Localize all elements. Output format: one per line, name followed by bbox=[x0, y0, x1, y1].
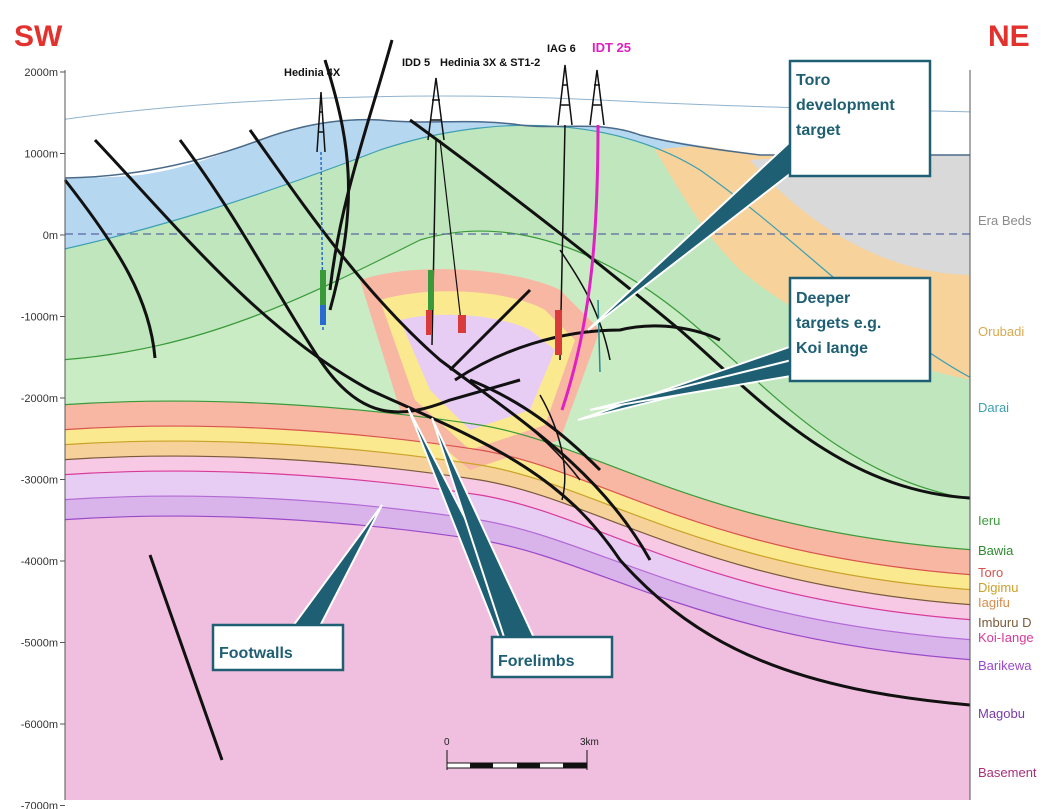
svg-text:Footwalls: Footwalls bbox=[219, 645, 293, 662]
y-tick-label: 0m bbox=[43, 230, 58, 242]
unit-label: Basement bbox=[978, 765, 1037, 780]
unit-label: Digimu bbox=[978, 580, 1018, 595]
layer-era-beds bbox=[750, 155, 970, 275]
fault-6 bbox=[328, 39, 394, 291]
unit-labels: Era BedsOrubadiDaraiIeruBawiaToroDigimuI… bbox=[978, 213, 1037, 780]
fault-4 bbox=[248, 129, 652, 561]
unit-label: Barikewa bbox=[978, 658, 1032, 673]
svg-text:target: target bbox=[796, 122, 841, 139]
fault-1 bbox=[63, 179, 157, 359]
well-label-idt25: IDT 25 bbox=[592, 40, 631, 55]
scale-bar: 0 3km bbox=[444, 737, 599, 770]
fault-basement bbox=[148, 554, 224, 761]
well-idd5 bbox=[426, 77, 445, 346]
fault-10 bbox=[469, 378, 602, 472]
scale-start: 0 bbox=[444, 737, 450, 748]
well-hedinia-4x bbox=[316, 91, 326, 331]
well-idt25 bbox=[560, 69, 605, 411]
unit-label: Iagifu bbox=[978, 595, 1010, 610]
fault-7 bbox=[409, 118, 971, 500]
unit-label: Darai bbox=[978, 400, 1009, 415]
callout-deeper-targets: Deeper targets e.g. Koi Iange bbox=[788, 276, 932, 383]
callout-toro-target: Toro development target bbox=[788, 59, 932, 178]
unit-label: Koi-Iange bbox=[978, 630, 1034, 645]
wells bbox=[316, 64, 605, 411]
fault-8 bbox=[454, 324, 721, 382]
y-tick-label: -7000m bbox=[21, 801, 58, 809]
unit-label: Ieru bbox=[978, 513, 1000, 528]
y-tick-label: -4000m bbox=[21, 556, 58, 568]
depth-axis: 2000m 1000m 0m -1000m -2000m -3000m -4000m -500… bbox=[21, 67, 66, 809]
unit-label: Bawia bbox=[978, 543, 1014, 558]
callout-forelimbs: Forelimbs bbox=[490, 635, 614, 679]
well-hedinia-3x bbox=[439, 139, 466, 333]
unit-label: Magobu bbox=[978, 706, 1025, 721]
well-label-iag6: IAG 6 bbox=[547, 43, 576, 55]
y-tick-label: -6000m bbox=[21, 719, 58, 731]
y-tick-label: -2000m bbox=[21, 393, 58, 405]
fault-3 bbox=[178, 139, 521, 414]
y-tick-label: 1000m bbox=[24, 149, 58, 161]
svg-text:development: development bbox=[796, 97, 895, 114]
unit-label: Orubadi bbox=[978, 324, 1024, 339]
direction-sw: SW bbox=[14, 20, 63, 53]
unit-label: Toro bbox=[978, 565, 1003, 580]
well-label-hedinia-3x: Hedinia 3X & ST1-2 bbox=[440, 57, 540, 69]
well-iag6 bbox=[555, 64, 573, 361]
scale-end: 3km bbox=[580, 737, 599, 748]
svg-text:targets e.g.: targets e.g. bbox=[796, 315, 881, 332]
unit-label: Era Beds bbox=[978, 213, 1032, 228]
fault-9 bbox=[448, 288, 532, 372]
fault-5 bbox=[323, 59, 350, 311]
y-tick-label: -5000m bbox=[21, 638, 58, 650]
callout-footwalls: Footwalls bbox=[211, 623, 345, 672]
y-tick-label: -3000m bbox=[21, 475, 58, 487]
svg-text:Forelimbs: Forelimbs bbox=[498, 653, 575, 670]
thrust-faults bbox=[63, 39, 971, 761]
unit-label: Imburu D bbox=[978, 615, 1031, 630]
well-label-idd5: IDD 5 bbox=[402, 57, 430, 69]
svg-text:Deeper: Deeper bbox=[796, 290, 850, 307]
callout-pointers bbox=[288, 138, 810, 641]
y-tick-label: -1000m bbox=[21, 312, 58, 324]
fault-2 bbox=[93, 138, 971, 707]
svg-text:Toro: Toro bbox=[796, 72, 831, 89]
sky bbox=[65, 60, 970, 178]
svg-text:Koi Iange: Koi Iange bbox=[796, 340, 868, 357]
direction-ne: NE bbox=[988, 20, 1030, 53]
y-tick-label: 2000m bbox=[24, 67, 58, 79]
well-label-hedinia-4x: Hedinia 4X bbox=[284, 67, 341, 79]
